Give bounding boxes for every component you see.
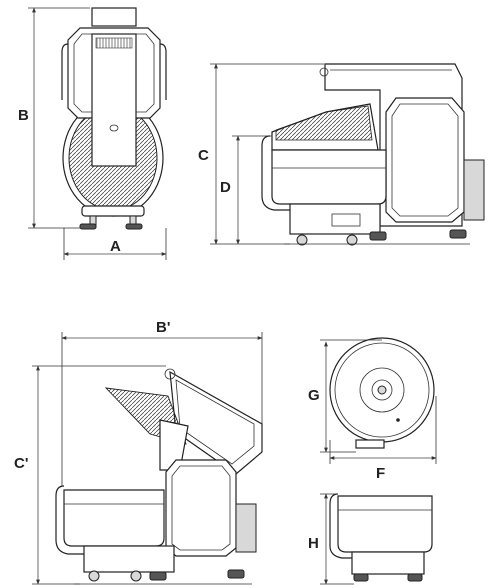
dimension-label-f: F bbox=[376, 465, 385, 482]
front-view: B A bbox=[18, 7, 167, 260]
side-view: C D bbox=[198, 63, 485, 246]
dimension-label-h: H bbox=[308, 535, 319, 552]
dimension-label-b: B bbox=[18, 107, 29, 124]
bowl-side-view: H bbox=[308, 493, 433, 585]
raised-head-view: B' C' bbox=[14, 319, 263, 585]
dimension-label-d: D bbox=[220, 179, 231, 196]
dimension-label-b-prime: B' bbox=[156, 319, 170, 336]
dimension-label-c-prime: C' bbox=[14, 455, 28, 472]
dimension-label-a: A bbox=[110, 238, 121, 255]
dimension-label-c: C bbox=[198, 147, 209, 164]
bowl-top-view: G F bbox=[308, 337, 437, 482]
dimension-label-g: G bbox=[308, 387, 320, 404]
